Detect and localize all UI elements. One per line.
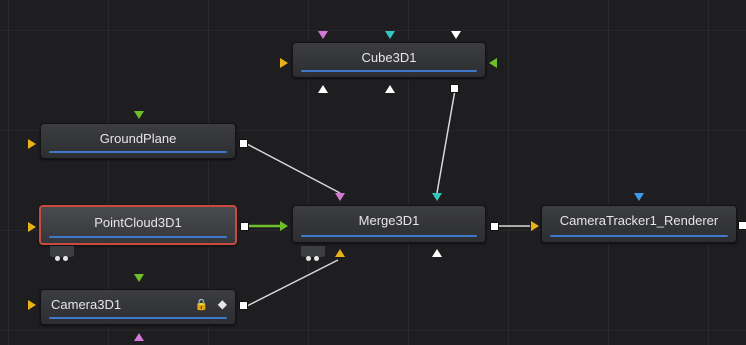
camera-input-left-icon[interactable] [28, 300, 36, 310]
node-label: GroundPlane [99, 131, 177, 146]
node-label: PointCloud3D1 [94, 215, 182, 230]
node-progress-bar [49, 151, 227, 153]
keyframe-diamond-icon[interactable]: ◆ [217, 297, 227, 311]
pointcloud-input-left-icon[interactable] [28, 222, 36, 232]
node-cube3d1[interactable]: Cube3D1 [292, 42, 486, 78]
cube-output-white-icon[interactable] [318, 85, 328, 93]
cube-input-cyan-icon[interactable] [385, 31, 395, 39]
cube-input-white-icon[interactable] [451, 31, 461, 39]
node-groundplane[interactable]: GroundPlane [40, 123, 236, 159]
node-merge3d1[interactable]: Merge3D1 [292, 205, 486, 243]
cube-output-white-2-icon[interactable] [385, 85, 395, 93]
merge-input-magenta-icon[interactable] [335, 193, 345, 201]
wire-groundplane-to-merge[interactable] [246, 143, 341, 194]
pointcloud-output-square-icon[interactable] [240, 222, 249, 231]
node-label: Camera3D1 [51, 297, 122, 312]
pointcloud-view-badge-icon[interactable] [50, 246, 74, 261]
cube-output-square-icon[interactable] [450, 84, 459, 93]
node-status-icons: 🔒 ◆ [189, 297, 227, 311]
groundplane-input-left-icon[interactable] [28, 139, 36, 149]
merge-output-white-icon[interactable] [432, 249, 442, 257]
renderer-input-blue-icon[interactable] [634, 193, 644, 201]
node-label: CameraTracker1_Renderer [559, 213, 719, 228]
node-progress-bar [49, 236, 227, 238]
cube-input-left-icon[interactable] [280, 58, 288, 68]
merge-output-square-icon[interactable] [490, 222, 499, 231]
camera-output-square-icon[interactable] [239, 301, 248, 310]
lock-icon[interactable]: 🔒 [194, 299, 209, 311]
merge-input-cyan-icon[interactable] [432, 193, 442, 201]
renderer-output-square-icon[interactable] [738, 221, 746, 230]
node-cameratracker-renderer[interactable]: CameraTracker1_Renderer [541, 205, 737, 243]
renderer-input-left-icon[interactable] [531, 221, 539, 231]
wire-cube-to-merge[interactable] [436, 89, 456, 194]
merge-output-yellow-icon[interactable] [335, 249, 345, 257]
merge-view-badge-icon[interactable] [301, 246, 325, 261]
merge-input-left-icon[interactable] [280, 221, 288, 231]
node-progress-bar [301, 235, 477, 237]
node-progress-bar [550, 235, 728, 237]
node-label: Cube3D1 [361, 50, 417, 65]
wire-camera-to-merge[interactable] [246, 259, 339, 307]
node-progress-bar [301, 70, 477, 72]
groundplane-input-top-icon[interactable] [134, 111, 144, 119]
node-progress-bar [49, 317, 227, 319]
groundplane-output-square-icon[interactable] [239, 139, 248, 148]
camera-input-top-icon[interactable] [134, 274, 144, 282]
cube-input-magenta-icon[interactable] [318, 31, 328, 39]
node-label: Merge3D1 [358, 213, 420, 228]
camera-output-magenta-icon[interactable] [134, 333, 144, 341]
node-pointcloud3d1[interactable]: PointCloud3D1 [39, 205, 237, 245]
node-camera3d1[interactable]: Camera3D1 🔒 ◆ [40, 289, 236, 325]
cube-input-right-icon[interactable] [489, 58, 497, 68]
